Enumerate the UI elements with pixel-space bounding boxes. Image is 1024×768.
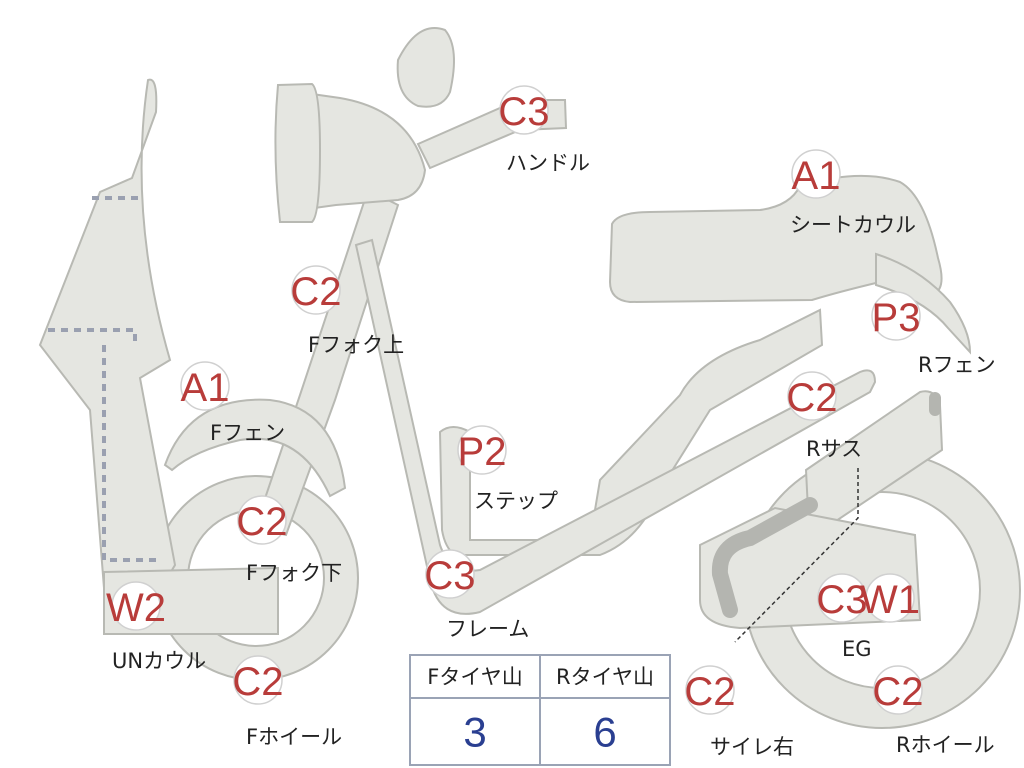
label-under-cowl: UNカウル	[112, 649, 206, 673]
label-r-suspension: Rサス	[806, 437, 862, 461]
engine-badge-w1: W1	[860, 573, 920, 623]
svg-text:P3: P3	[872, 296, 921, 340]
seat	[608, 174, 943, 304]
label-handle: ハンドル	[506, 151, 590, 175]
svg-text:C3: C3	[424, 554, 475, 598]
svg-text:C2: C2	[684, 670, 735, 714]
label-f-fender: Fフェン	[210, 421, 285, 445]
svg-text:C2: C2	[232, 660, 283, 704]
cowl-seam	[48, 196, 160, 562]
svg-text:C2: C2	[236, 500, 287, 544]
svg-text:C2: C2	[786, 376, 837, 420]
headlight-handle	[296, 90, 427, 212]
r-fender-badge: P3	[871, 291, 921, 341]
label-r-wheel: Rホイール	[896, 733, 995, 757]
table-value-front: 3	[463, 709, 486, 756]
r-suspension-badge: C2	[786, 371, 838, 421]
under-cowl-badge: W2	[106, 581, 166, 631]
svg-text:C3: C3	[498, 90, 549, 134]
mirror	[396, 27, 455, 108]
muffler-right-badge: C2	[684, 665, 736, 715]
front-fender	[163, 398, 347, 498]
table-header-front: Fタイヤ山	[427, 665, 522, 689]
table-value-rear: 6	[593, 709, 616, 756]
svg-text:A1: A1	[181, 366, 230, 410]
label-step: ステップ	[474, 489, 558, 513]
engine-badge-c3: C3	[816, 573, 868, 623]
svg-text:P2: P2	[458, 430, 507, 474]
front-cowl	[38, 78, 177, 592]
f-wheel-badge: C2	[232, 655, 284, 705]
svg-text:A1: A1	[792, 154, 841, 198]
svg-text:W2: W2	[106, 586, 166, 630]
label-f-fork-upper: Fフォク上	[308, 333, 404, 357]
label-r-fender: Rフェン	[918, 353, 996, 377]
label-engine: EG	[842, 637, 872, 661]
table-header-rear: Rタイヤ山	[556, 665, 654, 689]
label-muffler-right: サイレ右	[710, 735, 794, 759]
label-f-wheel: Fホイール	[246, 725, 342, 749]
step-badge: P2	[457, 425, 507, 475]
headlight-lens	[274, 82, 322, 223]
seat-cowl-badge: A1	[791, 149, 841, 199]
f-fender-badge: A1	[180, 361, 230, 411]
frame-badge: C3	[424, 549, 476, 599]
svg-text:C2: C2	[872, 670, 923, 714]
svg-text:C3: C3	[816, 578, 867, 622]
svg-text:W1: W1	[860, 578, 920, 622]
label-f-fork-lower: Fフォク下	[246, 561, 342, 585]
f-fork-lower-badge: C2	[236, 495, 288, 545]
exhaust-pipe	[711, 497, 818, 618]
label-seat-cowl: シートカウル	[790, 213, 916, 237]
part-labels: ハンドル シートカウル Fフォク上 Rフェン Fフェン Rサス ステップ Fフォ…	[112, 151, 996, 759]
r-wheel-badge: C2	[872, 665, 924, 715]
f-fork-upper-badge: C2	[290, 265, 342, 315]
label-frame: フレーム	[446, 617, 529, 641]
grade-badges: C3 A1 C2 P3 A1 C2 P2 C2	[106, 85, 924, 715]
handle-badge: C3	[498, 85, 550, 135]
svg-text:C2: C2	[290, 270, 341, 314]
tire-tread-table: Fタイヤ山 Rタイヤ山 3 6	[409, 654, 671, 766]
r-suspension-leader	[734, 468, 859, 643]
